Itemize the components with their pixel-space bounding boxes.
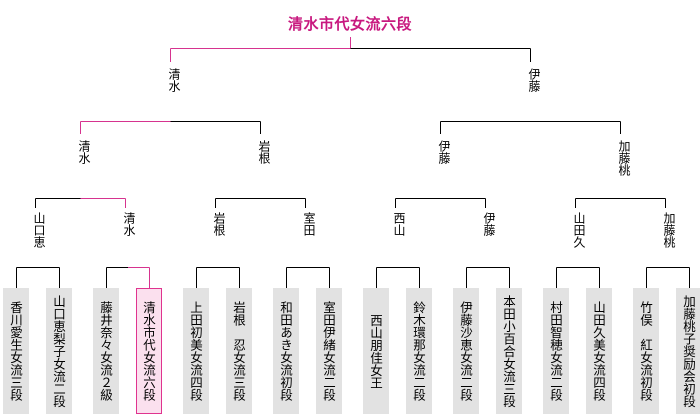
player-box: 藤井奈々女流２級 xyxy=(93,288,119,414)
player-box: 和田あき女流初段 xyxy=(273,288,299,414)
player-box: 上田初美女流四段 xyxy=(183,288,209,414)
champion-title: 清水市代女流六段 xyxy=(287,15,412,33)
quarter-8-name: 加藤桃 xyxy=(662,212,676,248)
player-box: 竹俣 紅女流初段 xyxy=(633,288,659,414)
player-box: 香川愛生女流三段 xyxy=(3,288,29,414)
player-box: 加藤桃子奨励会初段 xyxy=(676,288,700,414)
player-box: 本田小百合女流三段 xyxy=(496,288,522,414)
quarter-6-name: 伊藤 xyxy=(482,212,496,236)
player-box: 伊藤沙恵女流二段 xyxy=(453,288,479,414)
semi-2-name: 岩根 xyxy=(257,140,271,164)
player-box: 西山朋佳女王 xyxy=(363,288,389,414)
quarter-7-name: 山田久 xyxy=(572,212,586,248)
quarter-5-name: 西山 xyxy=(392,212,406,236)
player-box: 室田伊緒女流二段 xyxy=(316,288,342,414)
semi-4-name: 加藤桃 xyxy=(617,140,631,176)
semi-1-name: 清水 xyxy=(77,140,91,164)
champion-player-box: 清水市代女流六段 xyxy=(136,288,162,414)
player-box: 山口恵梨子女流二段 xyxy=(46,288,72,414)
player-box: 岩根 忍女流三段 xyxy=(226,288,252,414)
quarter-3-name: 岩根 xyxy=(212,212,226,236)
final-left-name: 清水 xyxy=(167,68,181,92)
player-box: 村田智穂女流二段 xyxy=(543,288,569,414)
player-box: 山田久美女流四段 xyxy=(586,288,612,414)
quarter-1-name: 山口恵 xyxy=(32,212,46,248)
final-right-name: 伊藤 xyxy=(527,68,541,92)
player-box: 鈴木環那女流二段 xyxy=(406,288,432,414)
quarter-2-name: 清水 xyxy=(122,212,136,236)
semi-3-name: 伊藤 xyxy=(437,140,451,164)
quarter-4-name: 室田 xyxy=(302,212,316,236)
